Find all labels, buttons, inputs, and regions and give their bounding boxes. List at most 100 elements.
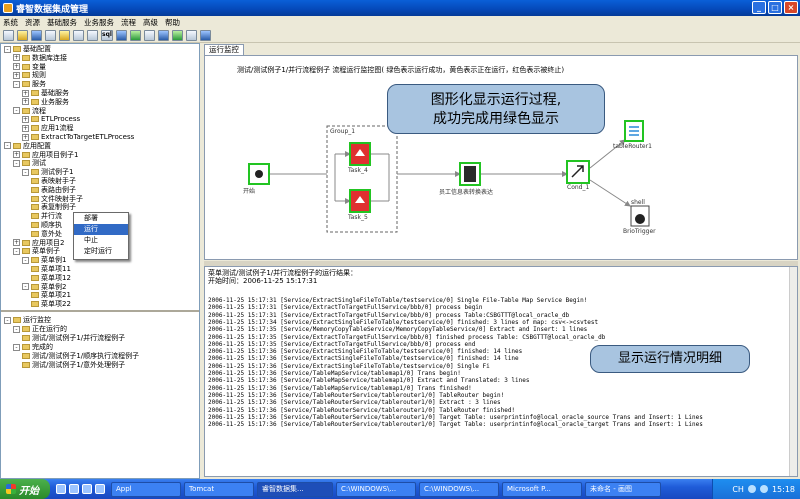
tree-node[interactable]: -测试例子1 bbox=[22, 168, 73, 176]
context-menu-item[interactable]: 定时运行 bbox=[84, 247, 112, 255]
tree-node[interactable]: 意外处 bbox=[31, 230, 62, 238]
desktop-icon[interactable] bbox=[69, 484, 79, 494]
tree-node[interactable]: -完成的 bbox=[13, 343, 53, 351]
collapse-icon[interactable]: - bbox=[13, 80, 20, 88]
tree-node[interactable]: -测试 bbox=[13, 159, 46, 167]
tree-node[interactable]: -菜单例子 bbox=[13, 247, 60, 255]
tree-node[interactable]: 表复制例子 bbox=[31, 203, 76, 211]
expand-icon[interactable]: + bbox=[22, 89, 29, 97]
tree-node[interactable]: -基础配置 bbox=[4, 45, 51, 53]
tree-node[interactable]: 表路由例子 bbox=[31, 186, 76, 194]
expand-icon[interactable]: + bbox=[13, 63, 20, 71]
collapse-icon[interactable]: - bbox=[4, 45, 11, 53]
monitor-icon[interactable] bbox=[158, 30, 169, 41]
taskbar-button[interactable]: 未命名 - 画图 bbox=[585, 481, 661, 497]
tree-node[interactable]: 顺序执 bbox=[31, 221, 62, 229]
menu-item[interactable]: 系统 bbox=[3, 18, 18, 27]
service-icon[interactable] bbox=[130, 30, 141, 41]
sql-button[interactable]: sql bbox=[101, 30, 113, 41]
collapse-icon[interactable]: - bbox=[22, 283, 29, 291]
taskbar-button[interactable]: 睿智数据集... bbox=[257, 481, 333, 497]
print-icon[interactable] bbox=[186, 30, 197, 41]
tree-node[interactable]: 表映射手子 bbox=[31, 177, 76, 185]
tree-node[interactable]: 菜单项22 bbox=[31, 300, 71, 308]
collapse-icon[interactable]: - bbox=[4, 142, 11, 150]
open-folder-icon[interactable] bbox=[17, 30, 28, 41]
log-scrollbar[interactable] bbox=[789, 267, 797, 476]
context-menu-item[interactable]: 运行 bbox=[74, 224, 128, 235]
tree-node[interactable]: +ExtractToTargetETLProcess bbox=[22, 133, 134, 141]
tree-node[interactable]: +数据库连接 bbox=[13, 54, 67, 62]
context-menu-item[interactable]: 中止 bbox=[84, 236, 98, 244]
tree-node[interactable]: 并行流 bbox=[31, 212, 62, 220]
close-button[interactable]: × bbox=[784, 1, 798, 14]
ie-icon[interactable] bbox=[56, 484, 66, 494]
tree-node[interactable]: +基础服务 bbox=[22, 89, 69, 97]
refresh-icon[interactable] bbox=[87, 30, 98, 41]
taskbar-button[interactable]: C:\WINDOWS\... bbox=[336, 481, 416, 497]
tree-node[interactable]: 菜单项12 bbox=[31, 274, 71, 282]
collapse-icon[interactable]: - bbox=[13, 159, 20, 167]
taskbar-button[interactable]: Appl bbox=[111, 481, 181, 497]
tree-node[interactable]: 文件映射手子 bbox=[31, 195, 83, 203]
maximize-button[interactable]: □ bbox=[768, 1, 782, 14]
new-icon[interactable] bbox=[3, 30, 14, 41]
expand-icon[interactable]: + bbox=[22, 115, 29, 123]
network-icon[interactable] bbox=[747, 485, 756, 493]
collapse-icon[interactable]: - bbox=[13, 343, 20, 351]
expand-icon[interactable]: + bbox=[13, 71, 20, 79]
menu-item[interactable]: 高级 bbox=[143, 18, 158, 27]
menu-item[interactable]: 资源 bbox=[25, 18, 40, 27]
tree-node[interactable]: +应用项目2 bbox=[13, 239, 64, 247]
collapse-icon[interactable]: - bbox=[13, 107, 20, 115]
tree-node[interactable]: +业务服务 bbox=[22, 98, 69, 106]
expand-icon[interactable]: + bbox=[13, 239, 20, 247]
taskbar-button[interactable]: C:\WINDOWS\... bbox=[419, 481, 499, 497]
expand-icon[interactable]: + bbox=[22, 133, 29, 141]
process-icon[interactable] bbox=[144, 30, 155, 41]
tab-monitor[interactable]: 运行监控 bbox=[204, 44, 244, 55]
tree-node[interactable]: +变量 bbox=[13, 63, 46, 71]
menu-item[interactable]: 帮助 bbox=[165, 18, 180, 27]
tree-node[interactable]: 菜单项11 bbox=[31, 265, 71, 273]
tree-node[interactable]: +应用项目例子1 bbox=[13, 151, 78, 159]
tree-node[interactable]: -运行监控 bbox=[4, 316, 51, 324]
expand-icon[interactable]: + bbox=[22, 124, 29, 132]
tree-node[interactable]: +ETLProcess bbox=[22, 115, 80, 123]
menu-item[interactable]: 业务服务 bbox=[84, 18, 114, 27]
tree-node[interactable]: -菜单例2 bbox=[22, 283, 66, 291]
splitter[interactable] bbox=[204, 261, 798, 266]
tree-node[interactable]: +应用1流程 bbox=[22, 124, 73, 132]
tree-node[interactable]: -应用配置 bbox=[4, 142, 51, 150]
tree-node[interactable]: -服务 bbox=[13, 80, 46, 88]
volume-icon[interactable] bbox=[759, 485, 768, 493]
user-icon[interactable] bbox=[200, 30, 211, 41]
run-icon[interactable] bbox=[172, 30, 183, 41]
tree-node[interactable]: +规则 bbox=[13, 71, 46, 79]
database-icon[interactable] bbox=[45, 30, 56, 41]
expand-icon[interactable]: + bbox=[22, 98, 29, 106]
collapse-icon[interactable]: - bbox=[22, 168, 29, 176]
menu-item[interactable]: 流程 bbox=[121, 18, 136, 27]
rule-icon[interactable] bbox=[73, 30, 84, 41]
folder-icon[interactable] bbox=[95, 484, 105, 494]
minimize-button[interactable]: _ bbox=[752, 1, 766, 14]
tree-node[interactable]: 测试/测试例子1/意外处理例子 bbox=[22, 361, 125, 369]
tree-node[interactable]: 测试/测试例子1/并行流程例子 bbox=[22, 334, 125, 342]
tree-node[interactable]: -菜单例1 bbox=[22, 256, 66, 264]
menu-item[interactable]: 基础服务 bbox=[47, 18, 77, 27]
tree-node[interactable]: 菜单项21 bbox=[31, 291, 71, 299]
taskbar-button[interactable]: Tomcat bbox=[184, 481, 254, 497]
language-indicator[interactable]: CH bbox=[732, 484, 744, 494]
tree-node[interactable]: -正在运行的 bbox=[13, 325, 67, 333]
save-icon[interactable] bbox=[31, 30, 42, 41]
collapse-icon[interactable]: - bbox=[13, 247, 20, 255]
tree-node[interactable]: 测试/测试例子1/顺序执行流程例子 bbox=[22, 352, 139, 360]
media-icon[interactable] bbox=[82, 484, 92, 494]
context-menu-item[interactable]: 部署 bbox=[84, 214, 98, 222]
expand-icon[interactable]: + bbox=[13, 54, 20, 62]
start-button[interactable]: 开始 bbox=[0, 479, 50, 499]
collapse-icon[interactable]: - bbox=[13, 325, 20, 333]
variable-icon[interactable] bbox=[59, 30, 70, 41]
table-icon[interactable] bbox=[116, 30, 127, 41]
